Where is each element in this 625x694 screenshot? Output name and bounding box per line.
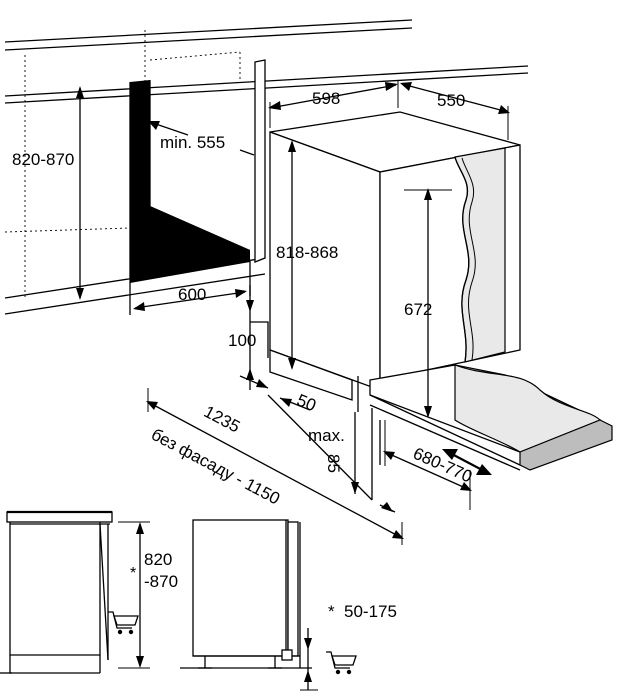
plinth-height-label: 100 — [228, 331, 256, 350]
side-height-bottom-label: -870 — [144, 572, 178, 591]
total-depth-no-facade-label: без фасаду - 1150 — [148, 425, 283, 509]
plinth-gap-label: max. — [308, 426, 345, 445]
adjustment-label: 50-175 — [344, 602, 397, 621]
appliance-depth-dimension: 550 — [400, 82, 510, 140]
niche-floor — [130, 206, 250, 283]
side-height-dimension: * 820 -870 — [118, 521, 178, 669]
niche-drawing — [4, 19, 529, 315]
shopping-cart-icon — [326, 651, 357, 675]
door-height-label: 672 — [404, 300, 432, 319]
niche-height-dimension: 820-870 — [12, 86, 84, 300]
side-view-left — [0, 510, 113, 674]
side-asterisk-label: * — [130, 565, 136, 582]
adjustment-dimension: * 50-175 — [300, 602, 397, 691]
side-view-right — [180, 519, 312, 669]
plinth-offset-label: 50 — [294, 391, 319, 416]
appliance-height-dimension: 818-868 — [276, 140, 338, 370]
niche-width-dimension: 600 — [133, 285, 247, 311]
niche-height-label: 820-870 — [12, 150, 74, 169]
shopping-cart-icon — [108, 611, 139, 635]
appliance-width-dimension: 598 — [268, 80, 399, 128]
door-opening-label: 680-770 — [410, 444, 475, 487]
niche-depth-label: min. 555 — [160, 133, 225, 152]
appliance-depth-label: 550 — [437, 91, 465, 110]
appliance-drawing — [269, 111, 613, 500]
appliance-width-label: 598 — [312, 89, 340, 108]
plinth-gap-dimension: max. 85 — [308, 412, 359, 494]
plinth-height-dimension: 100 — [228, 285, 269, 390]
door-height-dimension: 672 — [404, 188, 452, 418]
appliance-height-label: 818-868 — [276, 243, 338, 262]
plinth-gap-value: 85 — [324, 454, 343, 473]
adjustment-asterisk: * — [328, 602, 335, 621]
side-height-top-label: 820 — [144, 550, 172, 569]
niche-depth-dimension: min. 555 — [148, 121, 255, 156]
total-depth-label: 1235 — [201, 402, 243, 437]
niche-width-label: 600 — [178, 285, 206, 304]
